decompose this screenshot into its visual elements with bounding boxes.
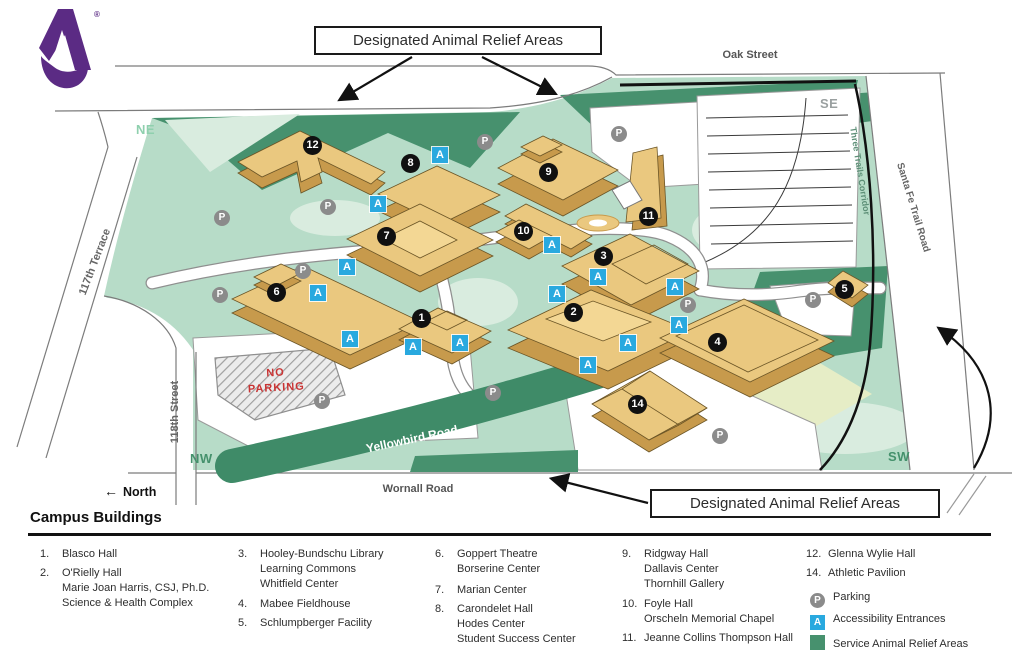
- parking-marker: P: [712, 428, 728, 444]
- building-marker-5: 5: [835, 280, 854, 299]
- building-marker-7: 7: [377, 227, 396, 246]
- parking-marker: P: [320, 199, 336, 215]
- accessibility-entrance-marker: A: [369, 195, 387, 213]
- parking-marker: P: [295, 263, 311, 279]
- avila-logo: ®: [30, 8, 102, 94]
- legend-item-11: 11.Jeanne Collins Thompson Hall: [622, 632, 793, 644]
- building-marker-14: 14: [628, 395, 647, 414]
- north-label: North: [123, 485, 157, 499]
- parking-marker: P: [314, 393, 330, 409]
- accessibility-icon: A: [810, 615, 825, 630]
- parking-marker: P: [611, 126, 627, 142]
- legend-item-7: 7.Marian Center: [435, 584, 527, 596]
- building-marker-11: 11: [639, 207, 658, 226]
- parking-marker: P: [805, 292, 821, 308]
- accessibility-entrance-marker: A: [543, 236, 561, 254]
- legend-divider: [28, 533, 991, 536]
- corner-label-se: SE: [820, 96, 839, 111]
- accessibility-entrance-marker: A: [589, 268, 607, 286]
- building-marker-12: 12: [303, 136, 322, 155]
- accessibility-entrance-marker: A: [619, 334, 637, 352]
- accessibility-entrance-marker: A: [666, 278, 684, 296]
- building-marker-6: 6: [267, 283, 286, 302]
- legend-title: Campus Buildings: [30, 509, 162, 526]
- accessibility-entrance-marker: A: [451, 334, 469, 352]
- building-marker-8: 8: [401, 154, 420, 173]
- accessibility-entrance-marker: A: [431, 146, 449, 164]
- parking-icon: P: [810, 593, 825, 608]
- north-arrow-icon: ←: [104, 483, 118, 499]
- legend-item-4: 4.Mabee Fieldhouse: [238, 598, 351, 610]
- road-label-oak-street: Oak Street: [722, 49, 778, 61]
- accessibility-entrance-marker: A: [341, 330, 359, 348]
- road-label-118th-street: 118th Street: [169, 380, 181, 444]
- accessibility-entrance-marker: A: [579, 356, 597, 374]
- legend-item-12: 12.Glenna Wylie Hall: [806, 548, 916, 560]
- relief-callout-bottom: Designated Animal Relief Areas: [650, 489, 940, 518]
- building-marker-4: 4: [708, 333, 727, 352]
- parking-marker: P: [680, 297, 696, 313]
- accessibility-entrance-marker: A: [670, 316, 688, 334]
- corner-label-ne: NE: [136, 122, 156, 137]
- north-indicator: ← North: [104, 483, 156, 499]
- building-marker-9: 9: [539, 163, 558, 182]
- accessibility-entrance-marker: A: [404, 338, 422, 356]
- legend-item-5: 5.Schlumpberger Facility: [238, 617, 372, 629]
- corner-label-nw: NW: [190, 451, 213, 466]
- relief-area-icon: [810, 635, 825, 650]
- building-marker-2: 2: [564, 303, 583, 322]
- legend-symbol-relief-area: Service Animal Relief Areas: [810, 635, 968, 650]
- relief-callout-top: Designated Animal Relief Areas: [314, 26, 602, 55]
- corner-label-sw: SW: [888, 449, 910, 464]
- accessibility-entrance-marker: A: [548, 285, 566, 303]
- no-parking-label: NO PARKING: [247, 366, 306, 396]
- avila-a-icon: [39, 9, 91, 89]
- parking-marker: P: [477, 134, 493, 150]
- registered-mark: ®: [94, 10, 100, 19]
- road-label-wornall-road: Wornall Road: [382, 483, 454, 495]
- building-marker-10: 10: [514, 222, 533, 241]
- accessibility-entrance-marker: A: [338, 258, 356, 276]
- parking-marker: P: [485, 385, 501, 401]
- legend-item-14: 14.Athletic Pavilion: [806, 567, 906, 579]
- accessibility-entrance-marker: A: [309, 284, 327, 302]
- building-marker-3: 3: [594, 247, 613, 266]
- parking-marker: P: [214, 210, 230, 226]
- legend-item-1: 1.Blasco Hall: [40, 548, 118, 560]
- parking-marker: P: [212, 287, 228, 303]
- building-marker-1: 1: [412, 309, 431, 328]
